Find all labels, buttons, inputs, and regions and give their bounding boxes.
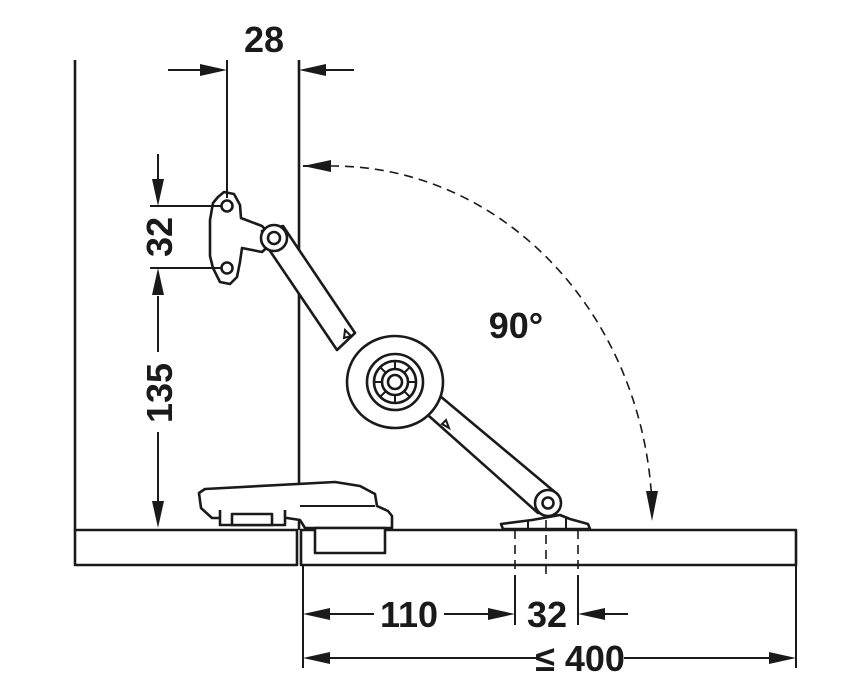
dimension-max-width bbox=[303, 652, 796, 664]
upper-arm bbox=[259, 223, 357, 352]
label-width-top: 28 bbox=[244, 19, 284, 60]
label-max-width: ≤ 400 bbox=[535, 638, 625, 679]
label-opening-angle: 90° bbox=[489, 305, 543, 346]
label-mount-height: 135 bbox=[139, 363, 180, 423]
mounting-plate bbox=[208, 190, 277, 286]
lower-arm bbox=[418, 394, 563, 518]
dimension-left-vertical bbox=[150, 154, 222, 528]
bottom-panels bbox=[73, 528, 798, 567]
dimension-width-top bbox=[168, 60, 354, 198]
label-base-spacing: 32 bbox=[527, 594, 567, 635]
opening-angle-arc bbox=[303, 160, 658, 521]
concealed-hinge bbox=[197, 480, 394, 555]
dimension-bottom-offsets bbox=[302, 565, 797, 668]
damper-notches bbox=[374, 361, 416, 403]
base-centerlines bbox=[514, 520, 579, 575]
label-mount-spacing: 32 bbox=[139, 217, 180, 257]
damper-body bbox=[345, 334, 445, 430]
label-offset: 110 bbox=[380, 594, 438, 635]
cabinet-side-panel bbox=[73, 60, 301, 530]
